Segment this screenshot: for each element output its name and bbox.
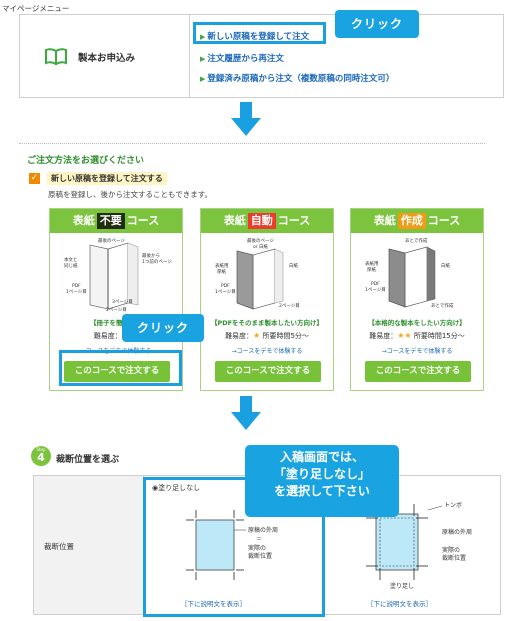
svg-text:＝: ＝	[256, 536, 262, 543]
svg-text:1ページ目: 1ページ目	[215, 289, 236, 295]
course-tagline: 【本格的な製本をしたい方向け】	[368, 319, 466, 327]
highlight-frame-new-manuscript	[193, 22, 326, 44]
radio-icon: ◉	[152, 484, 159, 492]
click-badge: クリック	[335, 10, 419, 38]
course-card-auto-cover: 表紙自動コース 最後のページ or 白紙 表紙用 厚紙 白紙 PDF 1ページ目…	[200, 208, 334, 391]
svg-text:PDF: PDF	[221, 283, 230, 289]
down-arrow-icon	[231, 396, 261, 430]
show-explanation-link[interactable]: ［下に説明文を表示］	[367, 600, 432, 608]
course-tagline: 【PDFをそのまま製本したい方向け】	[210, 319, 324, 327]
svg-text:1ページ目: 1ページ目	[365, 287, 386, 293]
label-second-last: 最後から	[142, 252, 160, 259]
order-course-button-no-cover[interactable]: このコースで注文する	[64, 361, 170, 382]
label-last-page: 最後のページ	[98, 237, 125, 244]
book-icon	[45, 48, 67, 65]
svg-text:1つ前のページ: 1つ前のページ	[142, 258, 172, 265]
course-header: 表紙作成コース	[351, 209, 483, 233]
star-icon: ★	[253, 331, 261, 340]
label-create-later: あとで作成	[405, 237, 428, 244]
trim-label-cell: 裁断位置	[34, 476, 144, 614]
svg-text:実際の: 実際の	[442, 546, 460, 554]
svg-text:厚紙: 厚紙	[217, 268, 226, 275]
menu-link-registered-manuscripts[interactable]: ▶登録済み原稿から注文（複数原稿の同時注文可）	[200, 74, 395, 84]
course-header: 表紙自動コース	[201, 209, 333, 233]
svg-text:or 白紙: or 白紙	[253, 243, 269, 250]
triangle-icon: ▶	[200, 55, 206, 63]
svg-text:表紙用: 表紙用	[365, 260, 379, 267]
instruction-callout: 入稿画面では、 「塗り足しなし」 を選択して下さい	[245, 445, 399, 517]
svg-text:表紙用: 表紙用	[215, 262, 229, 269]
label-pdf-page1: PDF	[72, 283, 81, 289]
svg-text:裁断位置: 裁断位置	[442, 554, 466, 562]
mypage-menu-title: マイページメニュー	[2, 4, 70, 13]
course-header: 表紙不要コース	[50, 209, 182, 233]
no-bleed-diagram: 原稿の外周 ＝ 実際の 裁断位置	[186, 510, 278, 580]
label-blank: 白紙	[289, 262, 298, 269]
bleed-diagram: トンボ 原稿の外周 実際の 裁断位置 塗り足し	[366, 501, 472, 590]
svg-text:同じ紙: 同じ紙	[64, 262, 78, 269]
label-blank: 白紙	[441, 262, 450, 269]
course-card-create-cover: 表紙作成コース あとで作成 表紙用 厚紙 白紙 PDF 1ページ目 あとで作成 …	[350, 208, 484, 391]
label-page2: 2ページ目	[279, 303, 300, 309]
svg-text:最後のページ: 最後のページ	[247, 237, 274, 244]
step-badge: Step 4	[31, 446, 51, 466]
label-create-later-bottom: あとで作成	[431, 302, 454, 309]
menu-link-reorder-history[interactable]: ▶注文履歴から再注文	[200, 54, 284, 64]
menu-link-new-manuscript[interactable]: ▶新しい原稿を登録して注文	[200, 32, 310, 42]
svg-text:裁断位置: 裁断位置	[248, 552, 272, 560]
order-course-button-create-cover[interactable]: このコースで注文する	[365, 361, 471, 382]
course-difficulty: 難易度：★ 所要時間5分～	[225, 331, 309, 340]
booklet-illustration: あとで作成 表紙用 厚紙 白紙 PDF 1ページ目 あとで作成	[365, 237, 454, 309]
svg-text:厚紙: 厚紙	[367, 266, 376, 273]
check-icon[interactable]: ✓	[29, 173, 40, 184]
course-demo-link[interactable]: →コースをデモで体験する	[381, 348, 453, 355]
show-explanation-link[interactable]: ［下に説明文を表示］	[181, 600, 246, 608]
triangle-icon: ▶	[200, 33, 206, 41]
label-tombo: トンボ	[444, 501, 462, 509]
menu-left-cell: 製本お申込み	[20, 15, 190, 97]
new-manuscript-option-label: 新しい原稿を登録して注文する	[47, 172, 167, 185]
svg-text:1ページ目: 1ページ目	[66, 289, 87, 295]
label-same-paper: 本文と	[64, 256, 78, 263]
trim-position-label: 裁断位置	[44, 542, 74, 551]
mypage-menu-box: 製本お申込み ▶新しい原稿を登録して注文 ▶注文履歴から再注文 ▶登録済み原稿か…	[19, 14, 504, 98]
order-course-button-auto-cover[interactable]: このコースで注文する	[215, 361, 321, 382]
course-tagline: 【冊子を簡単に作	[90, 319, 142, 327]
label-outer-edge: 原稿の外周	[442, 528, 472, 536]
booklet-illustration: 最後のページ 本文と 同じ紙 最後から 1つ前のページ PDF 1ページ目 3ペ…	[64, 237, 172, 313]
label-page3: 3ページ目	[112, 299, 133, 305]
course-demo-link[interactable]: →コースをデモで体験する	[231, 348, 303, 355]
star-icon: ★★	[397, 331, 412, 340]
bookbinding-application-label: 製本お申込み	[78, 53, 136, 64]
triangle-icon: ▶	[200, 75, 206, 83]
label-outer-edge: 原稿の外周	[248, 526, 278, 534]
highlight-frame-no-bleed	[143, 477, 325, 617]
order-method-note: 原稿を登録し、後から注文することもできます。	[48, 190, 212, 199]
svg-text:実際の: 実際の	[248, 544, 266, 552]
svg-text:PDF: PDF	[371, 281, 380, 287]
down-arrow-icon	[231, 102, 261, 136]
no-bleed-radio[interactable]: ◉塗り足しなし	[152, 484, 201, 492]
booklet-illustration: 最後のページ or 白紙 表紙用 厚紙 白紙 PDF 1ページ目 2ページ目	[215, 237, 300, 310]
label-bleed: 塗り足し	[390, 582, 414, 590]
order-method-panel: ご注文方法をお選びください ✓ 新しい原稿を登録して注文する 原稿を登録し、後か…	[19, 143, 485, 393]
course-difficulty: 難易度：★★ 所要時間15分～	[369, 331, 465, 340]
highlight-frame-order-button	[59, 350, 182, 386]
order-method-heading: ご注文方法をお選びください	[27, 156, 145, 166]
course-card-no-cover: 表紙不要コース 最後のページ 本文と 同じ紙 最後から 1つ前のページ PDF …	[49, 208, 183, 391]
label-page2: 2ページ目	[106, 307, 127, 313]
click-badge: クリック	[122, 314, 204, 342]
step-title: 裁断位置を選ぶ	[56, 455, 120, 465]
